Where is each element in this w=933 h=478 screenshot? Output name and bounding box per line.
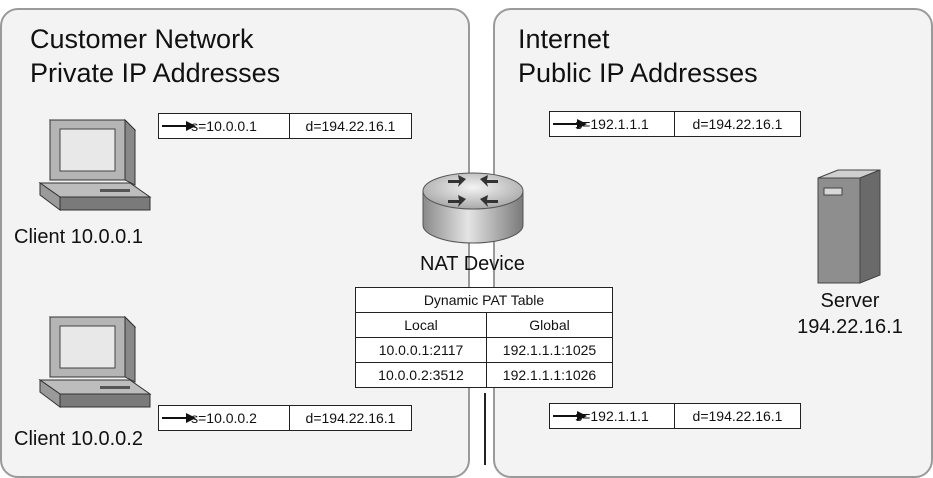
table-row: 10.0.0.1:2117 192.1.1.1:1025: [355, 337, 613, 363]
packet-destination: d=194.22.16.1: [674, 112, 800, 136]
packet-source: s=10.0.0.2: [191, 410, 257, 426]
packet-client-2: s=10.0.0.2 d=194.22.16.1: [158, 405, 412, 431]
public-ip-title: Public IP Addresses: [518, 58, 758, 88]
server-label: Server: [820, 290, 880, 312]
nat-device-label: NAT Device: [420, 253, 525, 275]
pat-table-cell: 10.0.0.2:3512: [355, 362, 487, 388]
router-icon: [422, 172, 524, 244]
packet-public-top: s=192.1.1.1 d=194.22.16.1: [549, 111, 801, 137]
pat-table: Dynamic PAT Table Local Global 10.0.0.1:…: [355, 287, 613, 388]
packet-source: s=192.1.1.1: [575, 408, 649, 424]
arrow-right-icon: [162, 121, 196, 131]
packet-destination: d=194.22.16.1: [289, 114, 411, 138]
packet-public-bottom: s=192.1.1.1 d=194.22.16.1: [549, 403, 801, 429]
pat-table-cell: 192.1.1.1:1026: [486, 362, 613, 388]
table-row: 10.0.0.2:3512 192.1.1.1:1026: [355, 362, 613, 388]
packet-source: s=192.1.1.1: [575, 116, 649, 132]
packet-source: s=10.0.0.1: [191, 118, 257, 134]
pat-table-header-local: Local: [355, 312, 487, 338]
pat-table-cell: 192.1.1.1:1025: [486, 337, 613, 363]
server-icon: [817, 169, 881, 284]
packet-client-1: s=10.0.0.1 d=194.22.16.1: [158, 113, 412, 139]
server-ip-label: 194.22.16.1: [797, 316, 903, 338]
client-2-label: Client 10.0.0.2: [14, 428, 143, 450]
internet-title: Internet: [518, 24, 610, 54]
arrow-right-icon: [162, 413, 196, 423]
pat-table-header-global: Global: [486, 312, 613, 338]
arrow-right-icon: [553, 119, 587, 129]
packet-destination: d=194.22.16.1: [674, 404, 800, 428]
table-divider-line: [484, 393, 486, 465]
arrow-right-icon: [553, 411, 587, 421]
pat-table-cell: 10.0.0.1:2117: [355, 337, 487, 363]
private-ip-title: Private IP Addresses: [30, 58, 281, 88]
pat-table-title: Dynamic PAT Table: [355, 287, 613, 313]
computer-icon: [38, 118, 152, 211]
client-1-label: Client 10.0.0.1: [14, 226, 143, 248]
packet-destination: d=194.22.16.1: [289, 406, 411, 430]
customer-network-title: Customer Network: [30, 24, 254, 54]
computer-icon: [38, 315, 152, 408]
